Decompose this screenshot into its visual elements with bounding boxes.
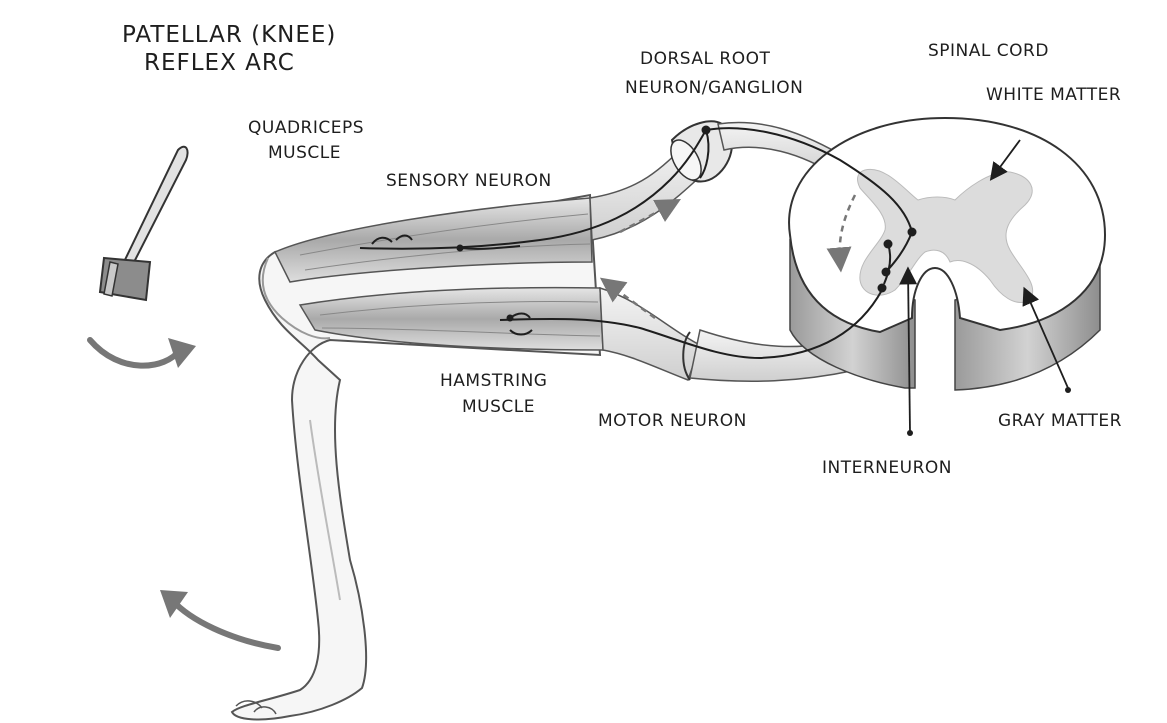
dorsal-root-ganglion-cell — [702, 126, 711, 135]
interneuron-cell-c — [882, 268, 891, 277]
hamstring-label-line1: HAMSTRING — [440, 371, 547, 391]
hamstring-label-line2: MUSCLE — [462, 397, 535, 417]
gray-matter-pointer-dot — [1065, 387, 1071, 393]
leg-kick-arrow — [160, 590, 278, 648]
gray-matter-label: GRAY MATTER — [998, 411, 1122, 431]
motor-end-plate — [507, 315, 514, 322]
reflex-hammer — [100, 147, 188, 300]
sensory-receptor-ending — [457, 245, 464, 252]
dorsal-root-label-line1: DORSAL ROOT — [640, 49, 770, 69]
motor-neuron-cell — [878, 284, 887, 293]
quadriceps-label-line1: QUADRICEPS — [248, 118, 364, 138]
interneuron-cell-a — [908, 228, 917, 237]
diagram-title-line2: REFLEX ARC — [144, 50, 295, 76]
sensory-neuron-label: SENSORY NEURON — [386, 171, 552, 191]
hammer-swing-arrow — [90, 338, 196, 368]
interneuron-cell-b — [884, 240, 893, 249]
motor-neuron-label: MOTOR NEURON — [598, 411, 747, 431]
dorsal-root-label-line2: NEURON/GANGLION — [625, 78, 803, 98]
spinal-cord-label: SPINAL CORD — [928, 41, 1049, 61]
interneuron-label: INTERNEURON — [822, 458, 952, 478]
diagram-title-line1: PATELLAR (KNEE) — [122, 22, 336, 48]
quadriceps-label-line2: MUSCLE — [268, 143, 341, 163]
white-matter-label: WHITE MATTER — [986, 85, 1121, 105]
interneuron-pointer-dot — [907, 430, 913, 436]
